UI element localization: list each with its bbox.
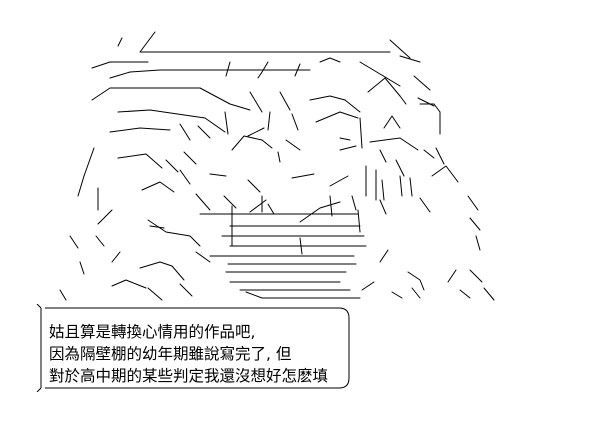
speech-line-1: 姑且算是轉換心情用的作品吧, [49,323,256,341]
speech-bubble: 姑且算是轉換心情用的作品吧, 因為隔壁棚的幼年期雖說寫完了, 但 對於高中期的某… [33,304,353,392]
speech-bubble-outline [36,304,350,392]
speech-line-2: 因為隔壁棚的幼年期雖說寫完了, 但 [49,345,292,363]
speech-line-3: 對於高中期的某些判定我還沒想好怎麽填 [49,367,329,385]
